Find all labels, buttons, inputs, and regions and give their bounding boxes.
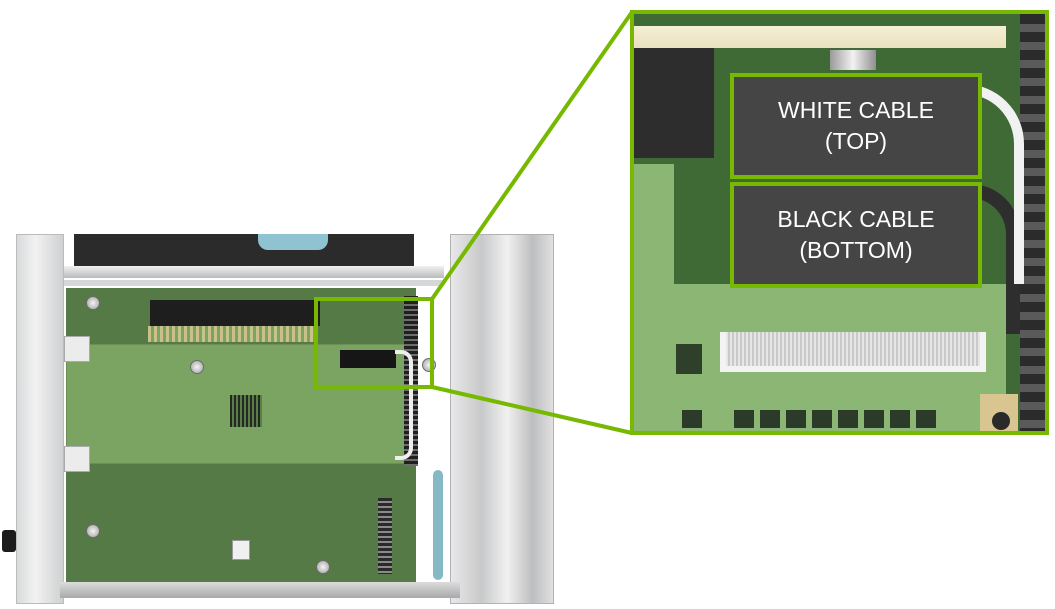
ribbon-connector [720, 332, 986, 372]
heatsink-lower [378, 498, 392, 574]
label-black-cable-line1: BLACK CABLE [777, 206, 935, 232]
standoff-screw [830, 50, 876, 70]
chassis-rail-lower [64, 280, 444, 286]
blue-cable-top [258, 234, 328, 250]
callout-zoom-panel: WHITE CABLE (TOP) BLACK CABLE (BOTTOM) [630, 10, 1049, 435]
pcie-gold-fingers [148, 326, 318, 342]
chassis-left-frame [16, 234, 64, 604]
heatsink-zoomed [1020, 14, 1045, 431]
small-connector [232, 540, 250, 560]
pcie-slot-zoomed [634, 48, 714, 158]
solder-pad [916, 410, 936, 428]
thumbscrew-knob [2, 530, 16, 552]
screw-icon [86, 296, 100, 310]
chassis-bottom-rail [60, 582, 460, 598]
solder-pad [734, 410, 754, 428]
solder-pad [812, 410, 832, 428]
label-black-cable-line2: (BOTTOM) [799, 237, 913, 263]
screw-icon [316, 560, 330, 574]
solder-pad [760, 410, 780, 428]
cable-connector [340, 350, 396, 368]
card-bracket-bottom [64, 446, 90, 472]
cream-board-edge [634, 26, 1006, 48]
white-cable [395, 350, 413, 460]
bga-chip [230, 395, 262, 427]
mount-hole [992, 412, 1010, 430]
label-white-cable-line2: (TOP) [824, 128, 888, 154]
solder-pad [682, 410, 702, 428]
solder-pad [864, 410, 884, 428]
label-white-cable: WHITE CABLE (TOP) [730, 73, 982, 179]
riser-board-edge [634, 164, 674, 294]
label-white-cable-line1: WHITE CABLE [778, 97, 934, 123]
pcie-slot [150, 300, 320, 326]
blue-tube [433, 470, 443, 580]
screw-icon [190, 360, 204, 374]
callout-source-box [314, 297, 434, 389]
drive-bay [74, 234, 414, 270]
solder-pad [890, 410, 910, 428]
chassis-right-frame [450, 234, 554, 604]
label-black-cable: BLACK CABLE (BOTTOM) [730, 182, 982, 288]
solder-pad [786, 410, 806, 428]
solder-pad [838, 410, 858, 428]
chassis-rail [64, 266, 444, 278]
screw-icon [86, 524, 100, 538]
card-bracket-top [64, 336, 90, 362]
board-component [676, 344, 702, 374]
